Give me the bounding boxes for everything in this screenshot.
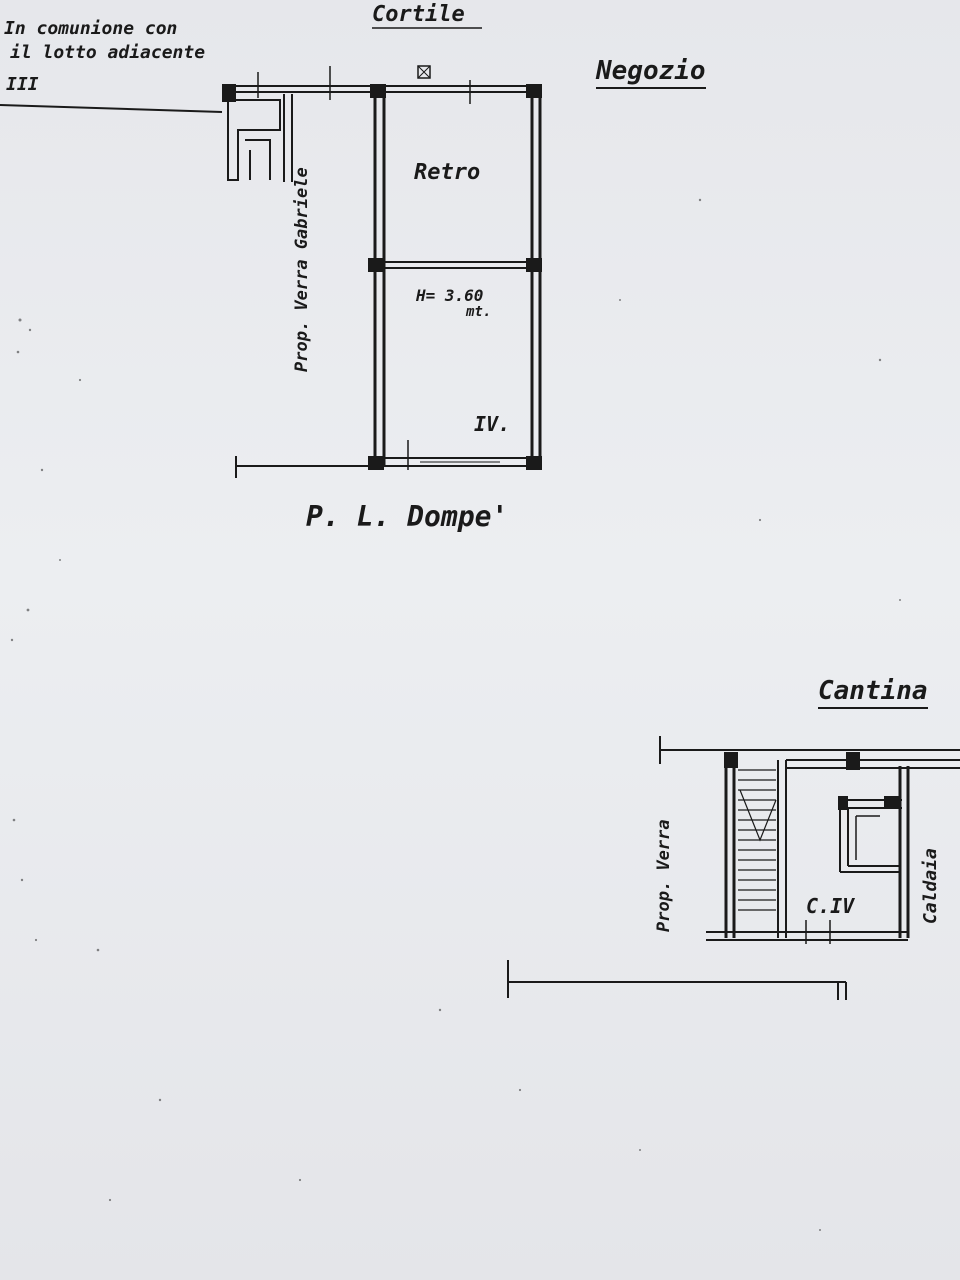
- caldaia-wall: [898, 766, 910, 938]
- cellar-ticks: [805, 920, 831, 944]
- neighbor-dompe-label: P. L. Dompe': [306, 500, 509, 533]
- chimney-block: [839, 799, 902, 873]
- pillar: [370, 84, 386, 98]
- common-note-line-2: il lotto adiacente: [10, 42, 206, 63]
- vent-box: [417, 65, 431, 79]
- service-block-inner: [245, 139, 271, 180]
- left-wall: [373, 88, 386, 465]
- stair-treads: [738, 769, 777, 911]
- ground-line: [235, 456, 376, 478]
- neighbor-verra-label: Prop. Verra: [654, 819, 674, 932]
- service-block-wall: [283, 94, 293, 182]
- pillar: [526, 84, 542, 98]
- ceiling-height-value: H= 3.60: [416, 286, 484, 305]
- cantina-title: Cantina: [818, 676, 928, 709]
- chimney-inner: [855, 815, 880, 860]
- right-wall: [530, 88, 542, 465]
- vent-cross: [417, 65, 431, 79]
- neighbor-verra-gabriele-label: Prop. Verra Gabriele: [292, 167, 312, 372]
- pillar: [222, 84, 236, 102]
- stair-wall-right: [777, 760, 787, 938]
- bottom-wall: [375, 457, 540, 467]
- pillar: [368, 456, 384, 470]
- cantina-plan: [507, 736, 960, 1000]
- cantina-top-line: [659, 736, 960, 764]
- cortile-label: Cortile: [372, 2, 465, 27]
- unit-number-iv: IV.: [474, 412, 511, 436]
- door-ticks: [257, 66, 471, 470]
- pillar: [526, 456, 542, 470]
- caldaia-label: Caldaia: [920, 848, 941, 924]
- chimney-pillar: [884, 796, 900, 808]
- stair-pillar: [724, 752, 738, 768]
- lot-boundary-line: [0, 104, 223, 113]
- negozio-title: Negozio: [596, 56, 706, 89]
- paper-speckles: [10, 198, 901, 1231]
- cellar-top-wall: [786, 759, 960, 769]
- cellar-bottom-wall: [706, 931, 908, 941]
- common-note-line-1: In comunione con: [4, 18, 178, 39]
- cellar-pillar: [846, 752, 860, 770]
- negozio-plan: [0, 27, 542, 478]
- cantina-ground-line: [507, 960, 847, 1000]
- cellar-code-label: C.IV: [806, 894, 855, 918]
- pillar: [526, 258, 542, 272]
- roman-numeral-iii: III: [6, 74, 39, 95]
- ceiling-height-unit: mt.: [466, 304, 492, 320]
- retro-room-label: Retro: [414, 160, 481, 185]
- pillar: [368, 258, 384, 272]
- partition-wall: [375, 261, 540, 269]
- chimney-pillar: [838, 796, 848, 810]
- stair-wall-left: [724, 756, 736, 938]
- service-block: [227, 99, 281, 181]
